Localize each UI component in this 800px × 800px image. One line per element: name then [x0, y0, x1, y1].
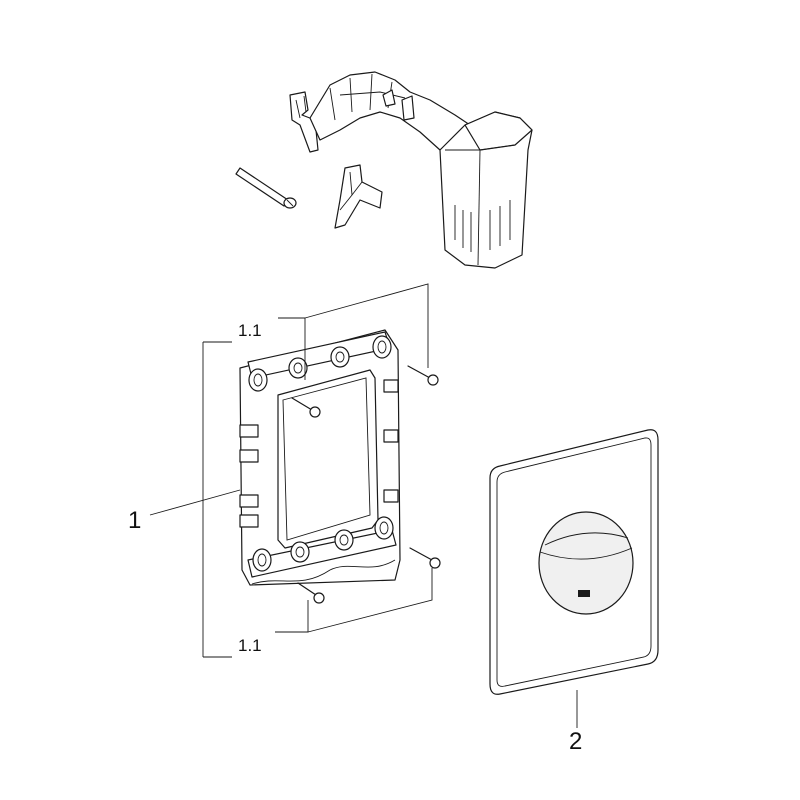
- sensor-window: [578, 590, 590, 597]
- mounting-frame: [239, 329, 401, 586]
- label-frame: 1: [128, 507, 141, 534]
- flush-button: [538, 511, 634, 615]
- frame-holes: [248, 335, 394, 572]
- label-screws-top: 1.1: [238, 321, 262, 340]
- cover-plate: [489, 429, 659, 695]
- funnel-cup: [439, 111, 533, 269]
- holder-bracket: [289, 71, 471, 153]
- label-screws-bottom: 1.1: [238, 636, 262, 655]
- cup-slots: [454, 200, 511, 252]
- frame-side-clips: [239, 379, 399, 528]
- label-cover-plate: 2: [569, 728, 582, 755]
- screw-top-right: [407, 365, 439, 386]
- screw-top-left: [291, 397, 321, 418]
- angle-bracket: [334, 164, 383, 229]
- screws: [291, 365, 441, 604]
- screw-bottom-left: [297, 582, 325, 604]
- threaded-rod: [235, 167, 297, 209]
- screw-bottom-right: [409, 547, 441, 569]
- callout-leaders: [149, 283, 578, 728]
